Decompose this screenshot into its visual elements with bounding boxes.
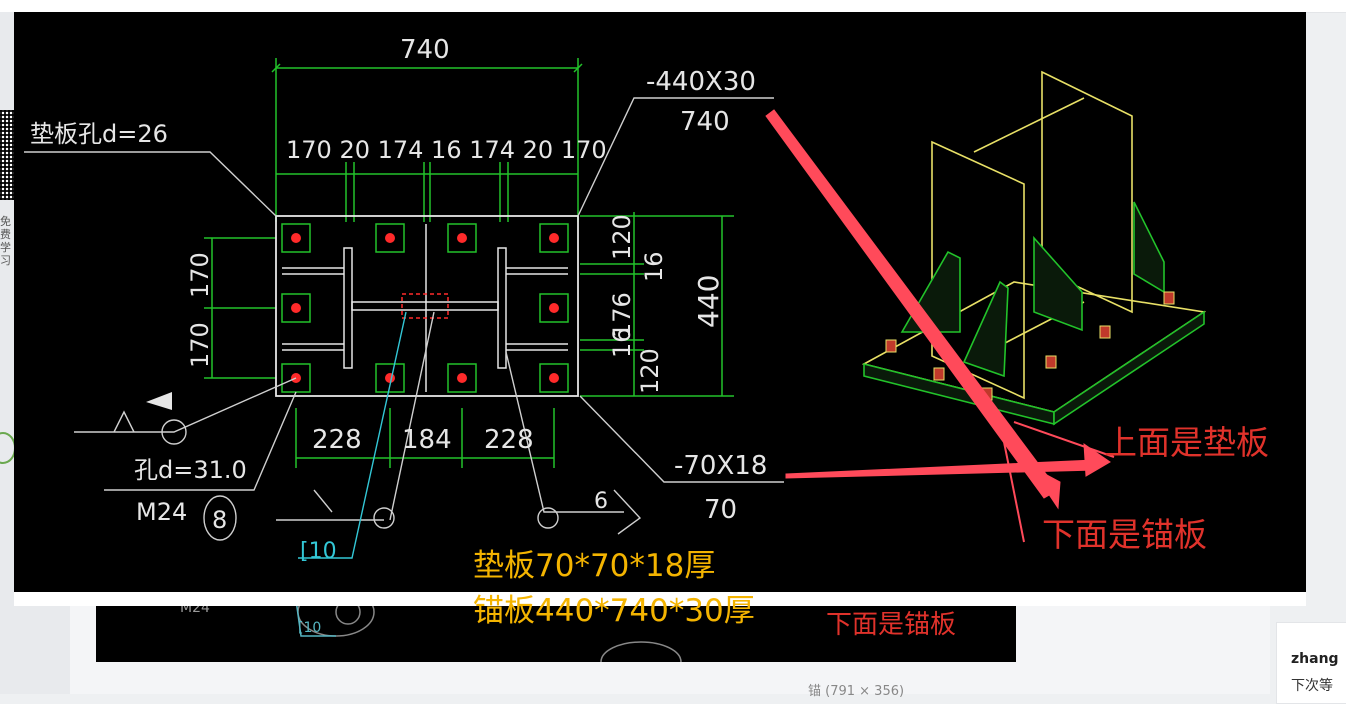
dim-bottom-b: 184 [402,425,452,455]
image-viewer[interactable]: 740 垫板孔d=26 170 20 174 16 174 20 170 -44… [14,12,1306,606]
thumbnail-channel-label: [10 [298,620,322,636]
dim-top-width: 740 [400,35,450,65]
qr-code-icon[interactable] [0,110,16,200]
bolt-label: M24 [136,498,187,526]
weld-size: 6 [594,489,608,514]
plate-hole-label: 垫板孔d=26 [30,120,168,148]
plate-spec-bottom: 740 [680,107,730,137]
dim-right-a: 120 [608,214,636,260]
cad-drawing: 740 垫板孔d=26 170 20 174 16 174 20 170 -44… [14,12,1306,592]
dim-right-c: 176 [608,292,636,338]
dim-right-d: 16 [608,327,636,358]
annotation-lower: 下面是锚板 [1042,515,1207,554]
background-thumbnail-image[interactable] [96,600,1016,662]
qr-caption: 免费 学习 [0,215,11,267]
dim-left-top: 170 [186,252,214,298]
dim-right-total: 440 [692,275,725,328]
annotation-upper: 上面是垫板 [1104,423,1269,462]
dim-bottom-a: 228 [312,425,362,455]
bolt-number: 8 [212,506,227,534]
comment-text: 下次等 [1291,678,1333,694]
cad-drawing-svg: 740 垫板孔d=26 170 20 174 16 174 20 170 -44… [24,35,1269,564]
thumbnail-lower-label: 下面是锚板 [826,610,957,640]
plate-spec-top: -440X30 [646,67,756,97]
dim-top-segments: 170 20 174 16 174 20 170 [286,136,607,164]
image-caption: 锚 (791 × 356) [808,684,905,699]
dim-right-e: 120 [636,348,664,394]
thumbnail-drawing [295,600,682,662]
comment-card[interactable]: zhang 下次等 [1276,622,1346,704]
note-washer: 垫板70*70*18厚 [473,548,716,584]
dim-left-bottom: 170 [186,322,214,368]
note-anchor: 锚板440*740*30厚 [473,593,755,629]
comment-user[interactable]: zhang [1291,651,1339,667]
dim-right-b: 16 [640,251,668,282]
washer-spec-bottom: 70 [704,495,737,525]
washer-spec-top: -70X18 [674,451,767,481]
hole-diameter-label: 孔d=31.0 [134,456,247,484]
dim-bottom-c: 228 [484,425,534,455]
channel-label: [10 [300,539,337,564]
